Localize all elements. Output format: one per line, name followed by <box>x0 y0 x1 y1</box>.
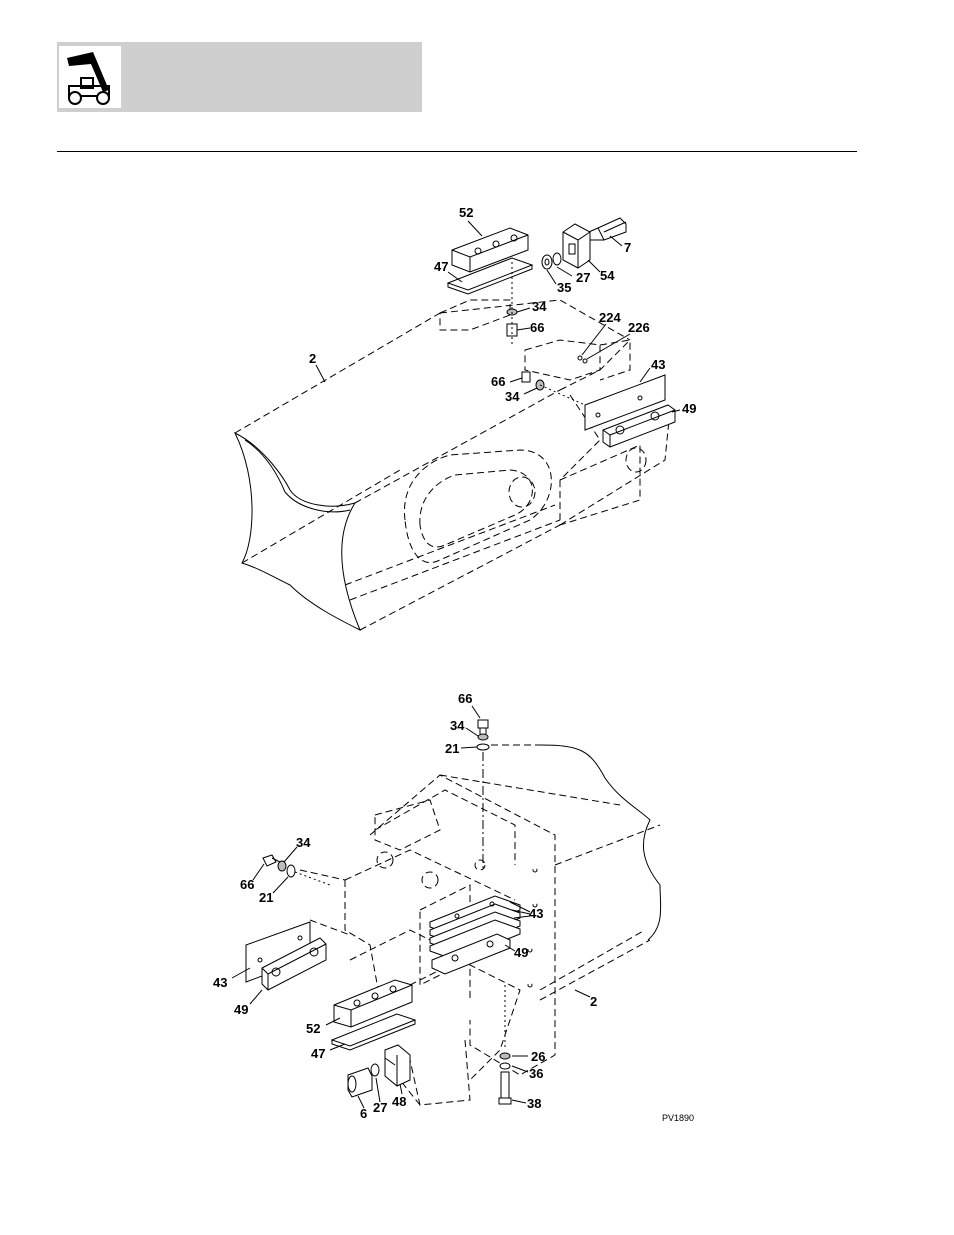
upper-leader-lines <box>315 220 681 413</box>
telehandler-icon <box>59 46 121 108</box>
callout: 47 <box>311 1046 325 1061</box>
callout: 2 <box>590 994 597 1009</box>
callout: 66 <box>491 374 505 389</box>
callout: 7 <box>624 240 631 255</box>
callout: 48 <box>392 1094 406 1109</box>
callout: 26 <box>531 1049 545 1064</box>
callout: 43 <box>651 357 665 372</box>
callout: 49 <box>682 401 696 416</box>
callout: 66 <box>458 691 472 706</box>
callout: 54 <box>600 268 615 283</box>
callout: 52 <box>459 205 473 220</box>
callout: 36 <box>529 1066 543 1081</box>
callout: 43 <box>529 906 543 921</box>
callout: 6 <box>360 1106 367 1121</box>
callout: 34 <box>296 835 311 850</box>
callout: 43 <box>213 975 227 990</box>
header-rule <box>57 151 857 152</box>
callout: 38 <box>527 1096 541 1111</box>
upper-wear-pad-stack <box>446 217 676 448</box>
callout: 226 <box>628 320 650 335</box>
callout: 66 <box>240 877 254 892</box>
callout: 21 <box>445 741 459 756</box>
callout: 66 <box>530 320 544 335</box>
callout: 27 <box>373 1100 387 1115</box>
lower-callouts: 66 34 21 34 66 21 43 49 43 49 2 52 47 26… <box>213 691 597 1121</box>
callout: 21 <box>259 890 273 905</box>
callout: 34 <box>505 389 520 404</box>
callout: 47 <box>434 259 448 274</box>
callout: 224 <box>599 310 621 325</box>
figure-code: PV1890 <box>662 1113 694 1123</box>
lower-leader-lines <box>231 705 591 1109</box>
callout: 49 <box>234 1002 248 1017</box>
callout: 2 <box>309 351 316 366</box>
callout: 49 <box>514 945 528 960</box>
lower-wear-pad-parts <box>245 719 521 1105</box>
callout: 52 <box>306 1021 320 1036</box>
upper-boom-section <box>233 299 671 632</box>
callout: 34 <box>532 299 547 314</box>
callout: 35 <box>557 280 571 295</box>
callout: 34 <box>450 718 465 733</box>
upper-callouts: 52 7 47 27 54 35 34 66 224 226 2 43 66 3… <box>309 205 696 416</box>
callout: 27 <box>576 270 590 285</box>
